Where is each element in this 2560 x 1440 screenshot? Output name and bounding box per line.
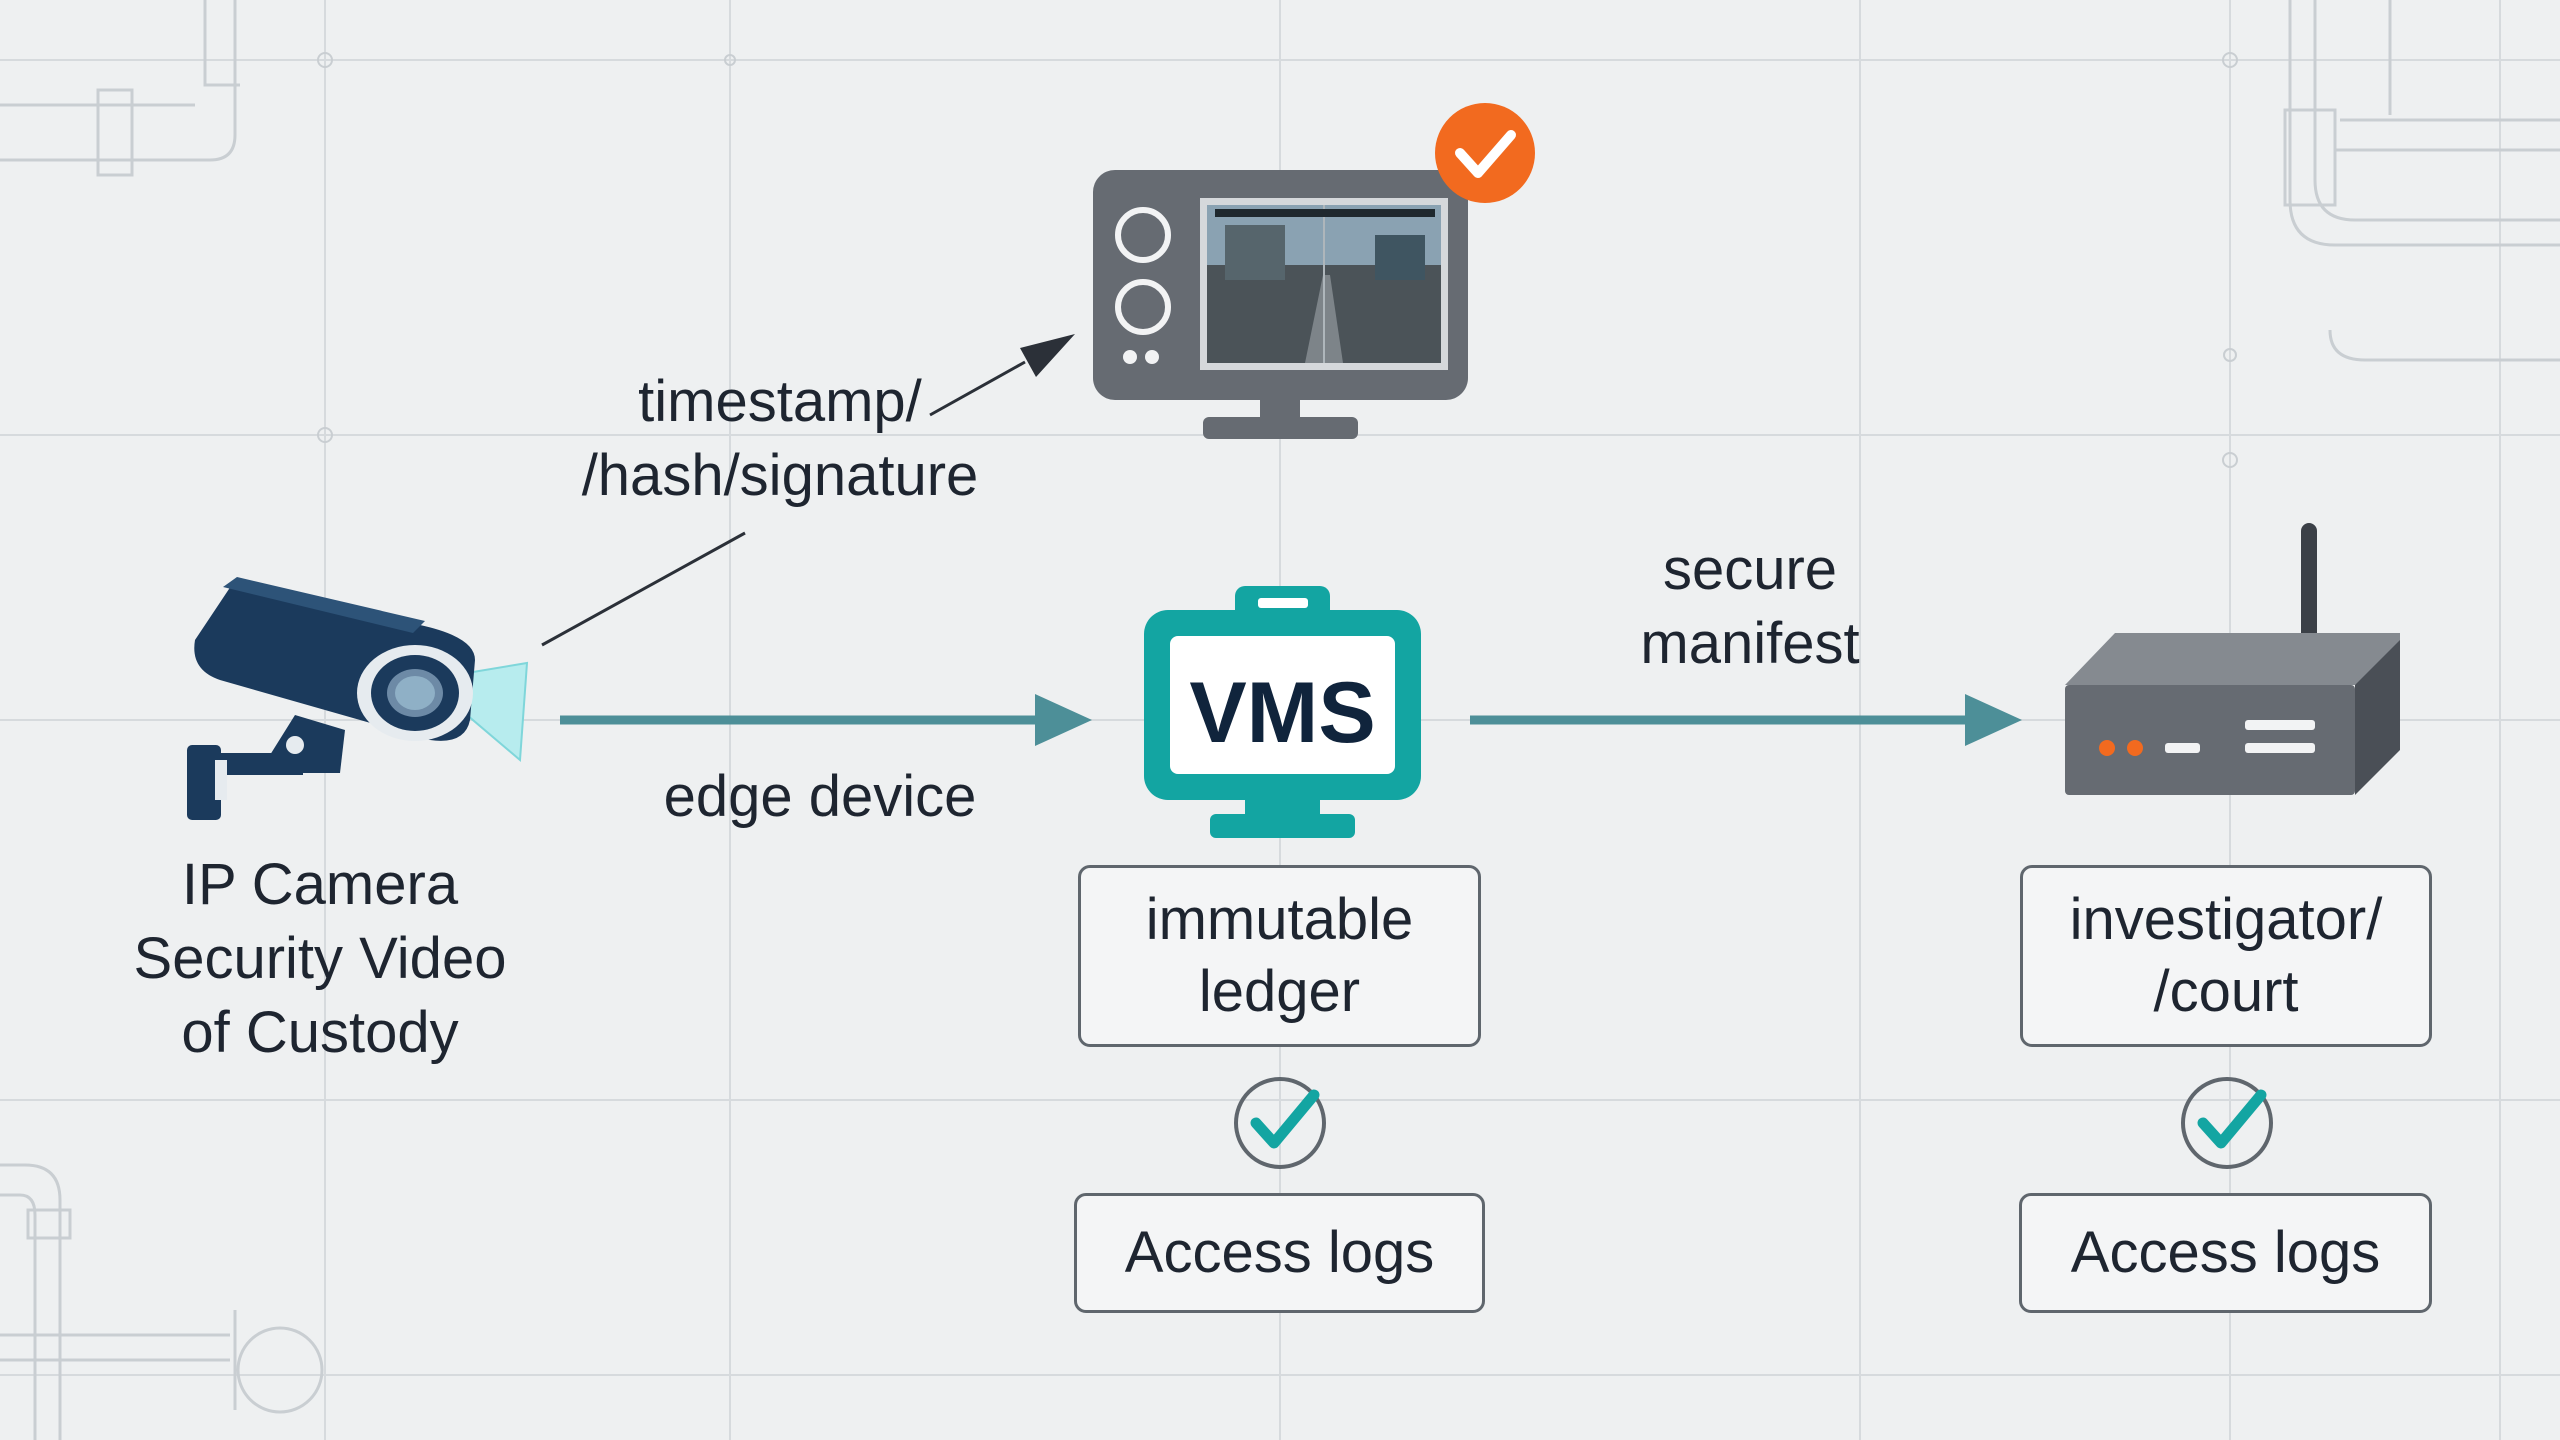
investigator-court-box: investigator/ /court — [2020, 865, 2432, 1047]
investigator-line-2: /court — [2153, 959, 2299, 1024]
court-access-logs-box: Access logs — [2019, 1193, 2432, 1313]
camera-label: IP Camera Security Video of Custody — [60, 848, 580, 1070]
court-check-icon — [2181, 1077, 2273, 1169]
investigator-line-1: investigator/ — [2069, 887, 2383, 952]
secure-manifest-line-2: manifest — [1640, 611, 1860, 676]
ledger-check-icon — [1234, 1077, 1326, 1169]
vms-text: VMS — [1189, 665, 1376, 761]
vms-access-logs-box: Access logs — [1074, 1193, 1485, 1313]
ip-camera-icon — [187, 577, 529, 820]
timestamp-line-1: timestamp/ — [638, 369, 922, 434]
monitor-icon — [1093, 103, 1535, 439]
edge-device-label: edge device — [663, 764, 977, 829]
camera-label-line-1: IP Camera — [181, 852, 459, 917]
camera-to-vms-arrow — [560, 694, 1092, 746]
router-device-icon — [2065, 523, 2400, 795]
timestamp-connector — [541, 334, 1075, 647]
timestamp-label: timestamp/ /hash/signature — [520, 365, 1040, 513]
ledger-line-1: immutable — [1145, 887, 1414, 952]
vms-monitor-icon — [1144, 586, 1421, 838]
ledger-line-2: ledger — [1198, 959, 1361, 1024]
secure-manifest-label: secure manifest — [1540, 533, 1960, 681]
camera-label-line-3: of Custody — [181, 1000, 459, 1065]
secure-manifest-line-1: secure — [1662, 537, 1838, 602]
immutable-ledger-box: immutable ledger — [1078, 865, 1481, 1047]
camera-label-line-2: Security Video — [133, 926, 507, 991]
vms-to-recipient-arrow — [1470, 694, 2022, 746]
court-access-logs-text: Access logs — [2070, 1220, 2381, 1285]
vms-access-logs-text: Access logs — [1124, 1220, 1435, 1285]
timestamp-line-2: /hash/signature — [581, 443, 979, 508]
